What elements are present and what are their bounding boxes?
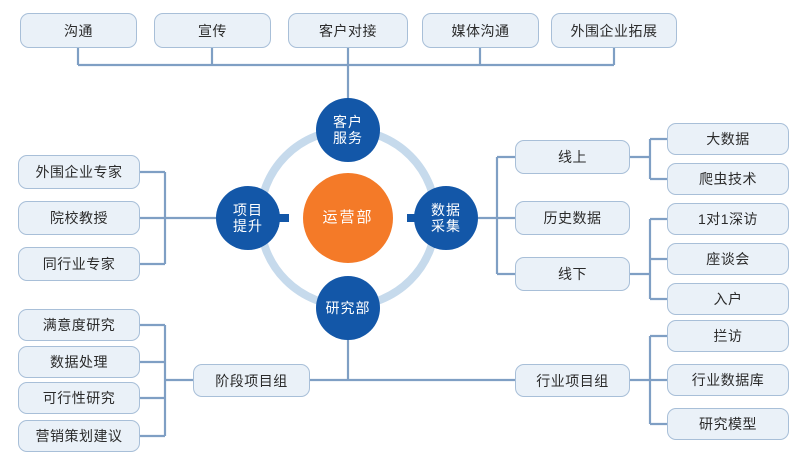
top-node-media-communication-label: 媒体沟通 xyxy=(451,22,510,39)
top-node-client-liaison-label: 客户对接 xyxy=(319,22,377,39)
spoke-customer-service-line1: 客户 xyxy=(333,113,363,130)
data-source-historical[interactable]: 历史数据 xyxy=(515,201,630,235)
spoke-research-dept-label: 研究部 xyxy=(325,299,371,316)
industry-item-intercept-interview-label: 拦访 xyxy=(713,328,743,344)
data-source-offline-label: 线下 xyxy=(558,266,587,282)
stage-item-marketing-proposal-label: 营销策划建议 xyxy=(35,428,123,444)
top-node-external-enterprise-expansion[interactable]: 外围企业拓展 xyxy=(551,13,677,48)
expert-node-external-enterprise-label: 外围企业专家 xyxy=(35,164,123,180)
top-node-promotion[interactable]: 宣传 xyxy=(154,13,271,48)
online-method-web-crawler-label: 爬虫技术 xyxy=(699,171,757,187)
stage-item-data-processing-label: 数据处理 xyxy=(50,354,108,370)
stage-item-feasibility-study-label: 可行性研究 xyxy=(42,390,116,406)
top-node-external-enterprise-expansion-label: 外围企业拓展 xyxy=(570,22,658,39)
online-method-big-data-label: 大数据 xyxy=(706,131,750,147)
spoke-data-collection-line1: 数据 xyxy=(431,201,461,218)
spoke-data-collection[interactable]: 数据 采集 xyxy=(414,186,478,250)
offline-method-home-visit[interactable]: 入户 xyxy=(667,283,789,315)
spoke-research-dept[interactable]: 研究部 xyxy=(316,276,380,340)
offline-method-focus-group-label: 座谈会 xyxy=(706,251,750,267)
spoke-project-improvement-line1: 项目 xyxy=(233,201,263,218)
offline-method-one-on-one-interview[interactable]: 1对1深访 xyxy=(667,203,789,235)
spoke-data-collection-line2: 采集 xyxy=(431,218,461,234)
center-hub-operations[interactable]: 运营部 xyxy=(303,173,393,263)
industry-item-research-model-label: 研究模型 xyxy=(699,416,757,432)
expert-node-external-enterprise[interactable]: 外围企业专家 xyxy=(18,155,140,189)
spoke-project-improvement[interactable]: 项目 提升 xyxy=(216,186,280,250)
spoke-project-improvement-line2: 提升 xyxy=(233,218,263,234)
spoke-customer-service[interactable]: 客户 服务 xyxy=(316,98,380,162)
industry-item-research-model[interactable]: 研究模型 xyxy=(667,408,789,440)
stage-item-data-processing[interactable]: 数据处理 xyxy=(18,346,140,378)
stage-item-marketing-proposal[interactable]: 营销策划建议 xyxy=(18,420,140,452)
offline-method-home-visit-label: 入户 xyxy=(713,291,743,307)
expert-node-industry-expert[interactable]: 同行业专家 xyxy=(18,247,140,281)
stage-project-group[interactable]: 阶段项目组 xyxy=(193,364,310,397)
top-node-communication-label: 沟通 xyxy=(64,22,93,39)
offline-method-focus-group[interactable]: 座谈会 xyxy=(667,243,789,275)
stage-item-satisfaction-research[interactable]: 满意度研究 xyxy=(18,309,140,341)
data-source-offline[interactable]: 线下 xyxy=(515,257,630,291)
center-hub-label: 运营部 xyxy=(322,209,374,227)
expert-node-university-professor[interactable]: 院校教授 xyxy=(18,201,140,235)
stage-item-feasibility-study[interactable]: 可行性研究 xyxy=(18,382,140,414)
top-node-communication[interactable]: 沟通 xyxy=(20,13,137,48)
industry-project-group[interactable]: 行业项目组 xyxy=(515,364,630,397)
online-method-web-crawler[interactable]: 爬虫技术 xyxy=(667,163,789,195)
spoke-customer-service-line2: 服务 xyxy=(333,130,363,146)
expert-node-industry-expert-label: 同行业专家 xyxy=(42,256,116,272)
data-source-online-label: 线上 xyxy=(558,149,587,165)
industry-item-industry-database-label: 行业数据库 xyxy=(691,372,765,388)
top-node-promotion-label: 宣传 xyxy=(198,22,227,39)
online-method-big-data[interactable]: 大数据 xyxy=(667,123,789,155)
offline-method-one-on-one-interview-label: 1对1深访 xyxy=(697,211,759,227)
industry-item-industry-database[interactable]: 行业数据库 xyxy=(667,364,789,396)
data-source-online[interactable]: 线上 xyxy=(515,140,630,174)
stage-project-group-label: 阶段项目组 xyxy=(215,372,288,389)
top-node-client-liaison[interactable]: 客户对接 xyxy=(288,13,408,48)
industry-item-intercept-interview[interactable]: 拦访 xyxy=(667,320,789,352)
top-node-media-communication[interactable]: 媒体沟通 xyxy=(422,13,539,48)
data-source-historical-label: 历史数据 xyxy=(543,210,602,226)
expert-node-university-professor-label: 院校教授 xyxy=(50,210,108,226)
industry-project-group-label: 行业项目组 xyxy=(536,372,609,389)
stage-item-satisfaction-research-label: 满意度研究 xyxy=(42,317,116,333)
